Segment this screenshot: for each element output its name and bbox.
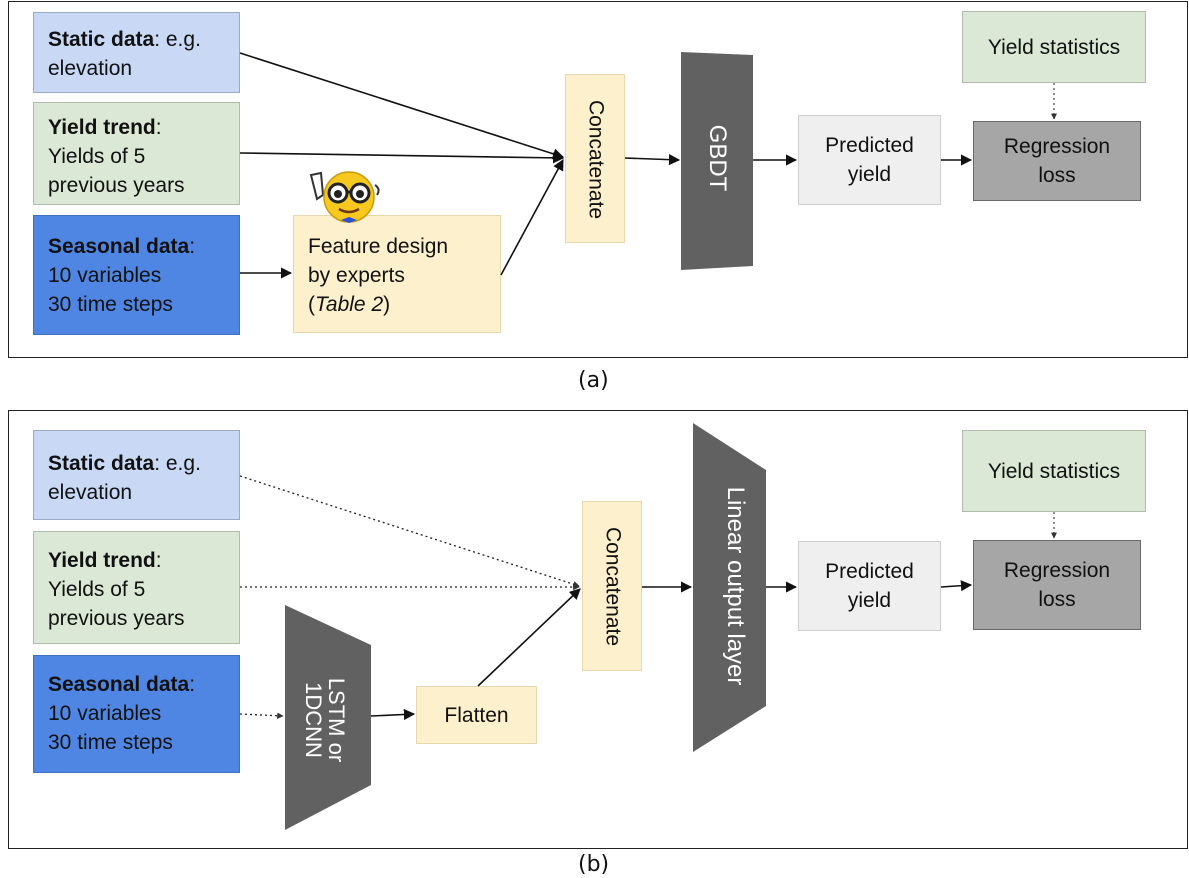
- regression-loss-line1-b: Regression: [1003, 559, 1111, 582]
- lstm-1dcnn-label: LSTM or 1DCNN: [301, 660, 349, 780]
- seasonal-data-box: Seasonal data: 10 variables 30 time step…: [33, 215, 240, 335]
- gbdt-label: GBDT: [704, 124, 731, 192]
- paren-open: (: [308, 293, 315, 316]
- static-data-box: Static data: e.g. elevation: [33, 12, 240, 93]
- flatten-box: Flatten: [416, 686, 537, 744]
- yield-trend-box: Yield trend: Yields of 5 previous years: [33, 102, 240, 205]
- yield-statistics-box: Yield statistics: [962, 11, 1146, 83]
- yield-trend-colon-b: :: [155, 549, 162, 572]
- nerd-face-icon: [309, 171, 380, 223]
- feature-design-line1: Feature design: [308, 235, 449, 258]
- caption-b: (b): [578, 852, 610, 877]
- regression-loss-line2: loss: [1038, 164, 1076, 187]
- static-data-text: : e.g.: [154, 28, 201, 51]
- predicted-yield-box: Predicted yield: [798, 115, 941, 205]
- caption-a: (a): [578, 368, 609, 393]
- yield-statistics-label-b: Yield statistics: [987, 459, 1121, 483]
- seasonal-data-line2: 10 variables: [48, 264, 162, 287]
- yield-trend-colon: :: [155, 116, 162, 139]
- static-data-text-b: : e.g.: [154, 452, 201, 475]
- regression-loss-box-b: Regression loss: [973, 540, 1141, 630]
- seasonal-data-line3-b: 30 time steps: [48, 731, 173, 754]
- seasonal-data-box-b: Seasonal data: 10 variables 30 time step…: [33, 655, 240, 773]
- predicted-yield-line2: yield: [847, 163, 892, 186]
- seasonal-data-title-b: Seasonal data: [48, 673, 190, 696]
- static-data-title: Static data: [48, 28, 155, 51]
- concatenate-box-b: Concatenate: [582, 501, 642, 671]
- table-reference: Table 2: [315, 293, 384, 316]
- seasonal-data-line2-b: 10 variables: [48, 702, 162, 725]
- predicted-yield-line1-b: Predicted: [825, 560, 914, 583]
- feature-design-box: Feature design by experts (Table 2): [293, 215, 501, 333]
- seasonal-data-colon: :: [189, 235, 196, 258]
- concatenate-label-b: Concatenate: [601, 526, 625, 647]
- encoder-line2: 1DCNN: [301, 682, 326, 758]
- feature-design-line2: by experts: [308, 264, 405, 287]
- regression-loss-box: Regression loss: [973, 121, 1141, 201]
- yield-statistics-label: Yield statistics: [987, 35, 1121, 59]
- regression-loss-line1: Regression: [1003, 135, 1111, 158]
- static-data-example: elevation: [48, 57, 133, 80]
- paren-close: ): [383, 293, 391, 316]
- predicted-yield-line2-b: yield: [847, 589, 892, 612]
- yield-trend-line3: previous years: [48, 174, 185, 197]
- concatenate-label: Concatenate: [584, 99, 608, 220]
- yield-trend-title: Yield trend: [48, 116, 156, 139]
- yield-trend-box-b: Yield trend: Yields of 5 previous years: [33, 531, 240, 644]
- static-data-box-b: Static data: e.g. elevation: [33, 430, 240, 520]
- yield-statistics-box-b: Yield statistics: [962, 430, 1146, 512]
- encoder-line1: LSTM or: [324, 677, 349, 763]
- seasonal-data-title: Seasonal data: [48, 235, 190, 258]
- yield-trend-title-b: Yield trend: [48, 549, 156, 572]
- yield-trend-line3-b: previous years: [48, 607, 185, 630]
- static-data-title-b: Static data: [48, 452, 155, 475]
- flatten-label: Flatten: [444, 703, 509, 727]
- regression-loss-line2-b: loss: [1038, 588, 1076, 611]
- predicted-yield-line1: Predicted: [825, 134, 914, 157]
- predicted-yield-box-b: Predicted yield: [798, 541, 941, 631]
- yield-trend-line2: Yields of 5: [48, 145, 146, 168]
- concatenate-box: Concatenate: [565, 74, 625, 243]
- yield-trend-line2-b: Yields of 5: [48, 578, 146, 601]
- linear-output-label: Linear output layer: [722, 486, 749, 686]
- seasonal-data-line3: 30 time steps: [48, 293, 173, 316]
- static-data-example-b: elevation: [48, 481, 133, 504]
- seasonal-data-colon-b: :: [189, 673, 196, 696]
